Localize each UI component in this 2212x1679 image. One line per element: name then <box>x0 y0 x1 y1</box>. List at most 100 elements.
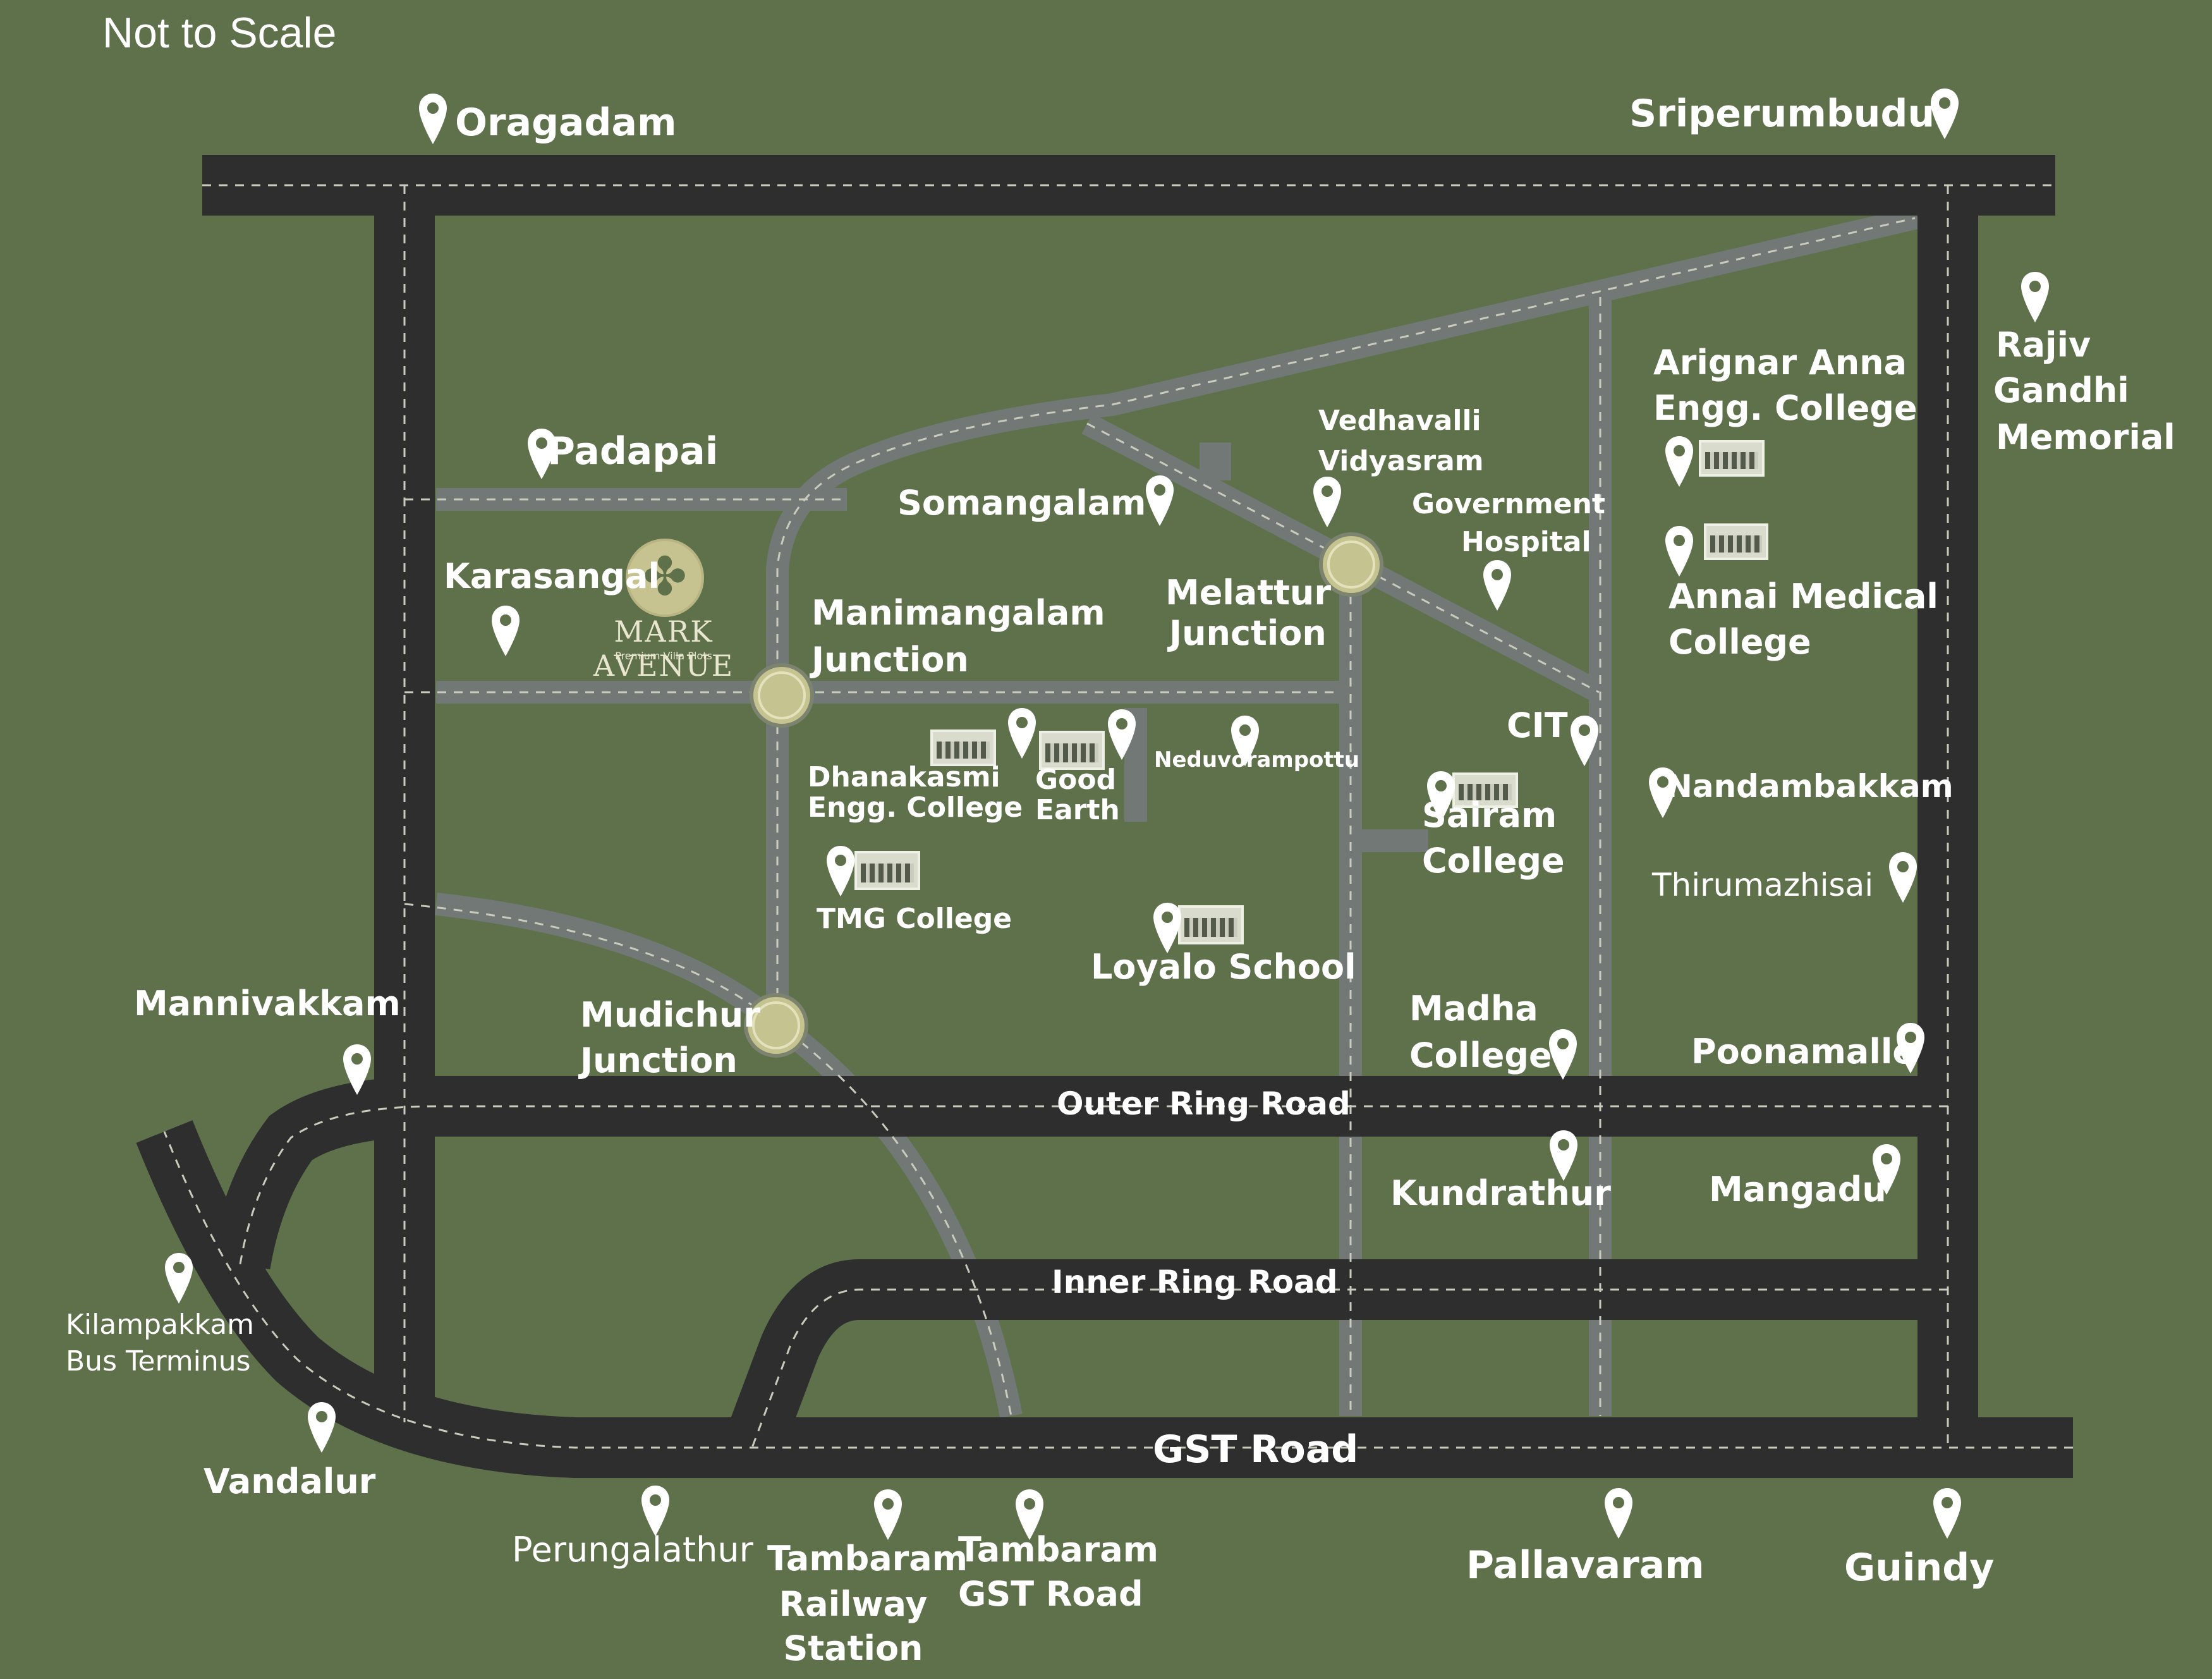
map-pin-icon <box>640 1484 671 1537</box>
map-pin-icon <box>417 92 449 145</box>
place-vandalur: Vandalur <box>204 1462 376 1501</box>
building-thumbnail <box>1699 440 1765 477</box>
place-vedhavalli-line1: Vedhavalli <box>1318 405 1481 437</box>
place-tambaram-railway-line3: Station <box>783 1628 923 1668</box>
place-tmg-college: TMG College <box>817 903 1012 935</box>
place-madha-line2: College <box>1409 1035 1552 1075</box>
junction-markers <box>744 532 1383 1058</box>
place-cit: CIT <box>1507 705 1568 745</box>
place-arignar-anna-line2: Engg. College <box>1653 388 1917 428</box>
place-mudichur-line2: Junction <box>580 1041 738 1080</box>
place-perungalathur: Perungalathur <box>512 1530 753 1570</box>
map-pin-icon <box>1663 525 1695 578</box>
place-kilampakkam-line2: Bus Terminus <box>66 1345 251 1377</box>
place-somangalam: Somangalam <box>897 483 1146 523</box>
map-pin-icon <box>1229 714 1261 767</box>
place-neduvorampottu: Neduvorampottu <box>1154 747 1360 772</box>
building-thumbnail <box>854 851 920 890</box>
minor-road-mudichur-curve <box>435 893 1023 1419</box>
map-pin-icon <box>1887 851 1919 904</box>
map-pin-icon <box>1663 435 1695 488</box>
place-kilampakkam-line1: Kilampakkam <box>66 1309 255 1341</box>
logo-name: MARK AVENUE <box>593 614 734 683</box>
place-annai-medical-line1: Annai Medical <box>1668 577 1938 616</box>
map-pin-icon <box>872 1488 904 1541</box>
place-manimangalam-line2: Junction <box>811 640 969 680</box>
place-rajiv-gandhi-line1: Rajiv <box>1996 325 2091 365</box>
building-thumbnail <box>930 730 996 766</box>
place-karasangal: Karasangal <box>444 556 660 596</box>
place-melattur-line2: Junction <box>1169 613 1327 653</box>
map-pin-icon <box>1871 1143 1902 1196</box>
map-pin-icon <box>1311 475 1343 528</box>
map-pin-icon <box>1603 1487 1634 1540</box>
map-pin-icon <box>1006 707 1038 760</box>
road-stub <box>1200 443 1231 480</box>
place-dhanakasmi-line1: Dhanakasmi <box>808 761 1000 793</box>
logo-emblem-icon <box>626 539 704 617</box>
scale-note: Not to Scale <box>102 9 337 57</box>
map-pin-icon <box>1895 1022 1926 1075</box>
map-pin-icon <box>1144 474 1176 527</box>
map-pin-icon <box>1106 708 1138 761</box>
map-pin-icon <box>825 845 856 898</box>
place-pallavaram: Pallavaram <box>1466 1543 1705 1587</box>
place-manimangalam-line1: Manimangalam <box>811 593 1105 633</box>
map-pin-icon <box>1929 87 1960 140</box>
place-vedhavalli-line2: Vidyasram <box>1318 445 1484 477</box>
map-pin-icon <box>1425 770 1457 823</box>
building-thumbnail <box>1704 523 1768 560</box>
map-pin-icon <box>1647 766 1679 819</box>
place-guindy: Guindy <box>1844 1546 1995 1590</box>
map-pin-icon <box>1548 1129 1579 1182</box>
logo-tagline: Premium Villa Plots <box>615 650 712 662</box>
map-pin-icon <box>1152 901 1183 955</box>
place-nandambakkam: Nandambakkam <box>1666 768 1954 805</box>
map-pin-icon <box>1481 559 1513 612</box>
place-madha-line1: Madha <box>1409 989 1538 1029</box>
place-tambaram-gst-line1: Tambaram <box>958 1530 1159 1570</box>
project-logo: MARK AVENUE Premium Villa Plots <box>556 539 784 683</box>
place-padapai: Padapai <box>547 429 719 473</box>
map-pin-icon <box>306 1401 337 1454</box>
junction-marker-icon <box>1319 532 1383 597</box>
road-label-gst: GST Road <box>1153 1427 1359 1472</box>
major-road-inner-ring <box>724 1259 1948 1458</box>
place-rajiv-gandhi-line2: Gandhi <box>1993 370 2129 410</box>
map-pin-icon <box>1014 1488 1045 1541</box>
map-pin-icon <box>526 427 557 480</box>
building-thumbnail <box>1178 905 1244 944</box>
major-road-outer-ring <box>210 1076 1948 1270</box>
place-mannivakkam: Mannivakkam <box>134 984 401 1023</box>
place-melattur-line1: Melattur <box>1165 573 1332 613</box>
place-sriperumbudur: Sriperumbudur <box>1629 92 1954 136</box>
place-tambaram-railway-line2: Railway <box>779 1584 928 1624</box>
place-annai-medical-line2: College <box>1668 622 1811 662</box>
place-govt-hospital-line2: Hospital <box>1461 526 1591 558</box>
place-sairam-line2: College <box>1422 841 1565 881</box>
place-good-earth-line1: Good <box>1035 764 1117 796</box>
place-govt-hospital-line1: Government <box>1412 488 1605 520</box>
place-poonamalle: Poonamalle <box>1691 1032 1916 1072</box>
place-oragadam: Oragadam <box>455 101 677 145</box>
road-label-outer-ring: Outer Ring Road <box>1057 1085 1351 1122</box>
place-rajiv-gandhi-line3: Memorial <box>1996 417 2175 457</box>
road-label-inner-ring: Inner Ring Road <box>1052 1264 1338 1300</box>
building-thumbnail <box>1039 731 1105 770</box>
map-pin-icon <box>1547 1028 1579 1081</box>
place-mangadu: Mangadu <box>1709 1169 1887 1209</box>
place-arignar-anna-line1: Arignar Anna <box>1653 343 1907 382</box>
junction-marker-icon <box>744 993 808 1058</box>
place-mudichur-line1: Mudichur <box>580 995 760 1035</box>
map-pin-icon <box>490 604 521 657</box>
place-loyalo-school: Loyalo School <box>1091 947 1356 987</box>
junction-marker-icon <box>750 663 814 728</box>
place-tambaram-gst-line2: GST Road <box>958 1574 1143 1614</box>
map-pin-icon <box>163 1252 195 1305</box>
map-pin-icon <box>1931 1487 1963 1540</box>
place-thirumazhisai: Thirumazhisai <box>1652 867 1874 903</box>
map-pin-icon <box>2019 271 2051 324</box>
map-pin-icon <box>341 1043 373 1096</box>
